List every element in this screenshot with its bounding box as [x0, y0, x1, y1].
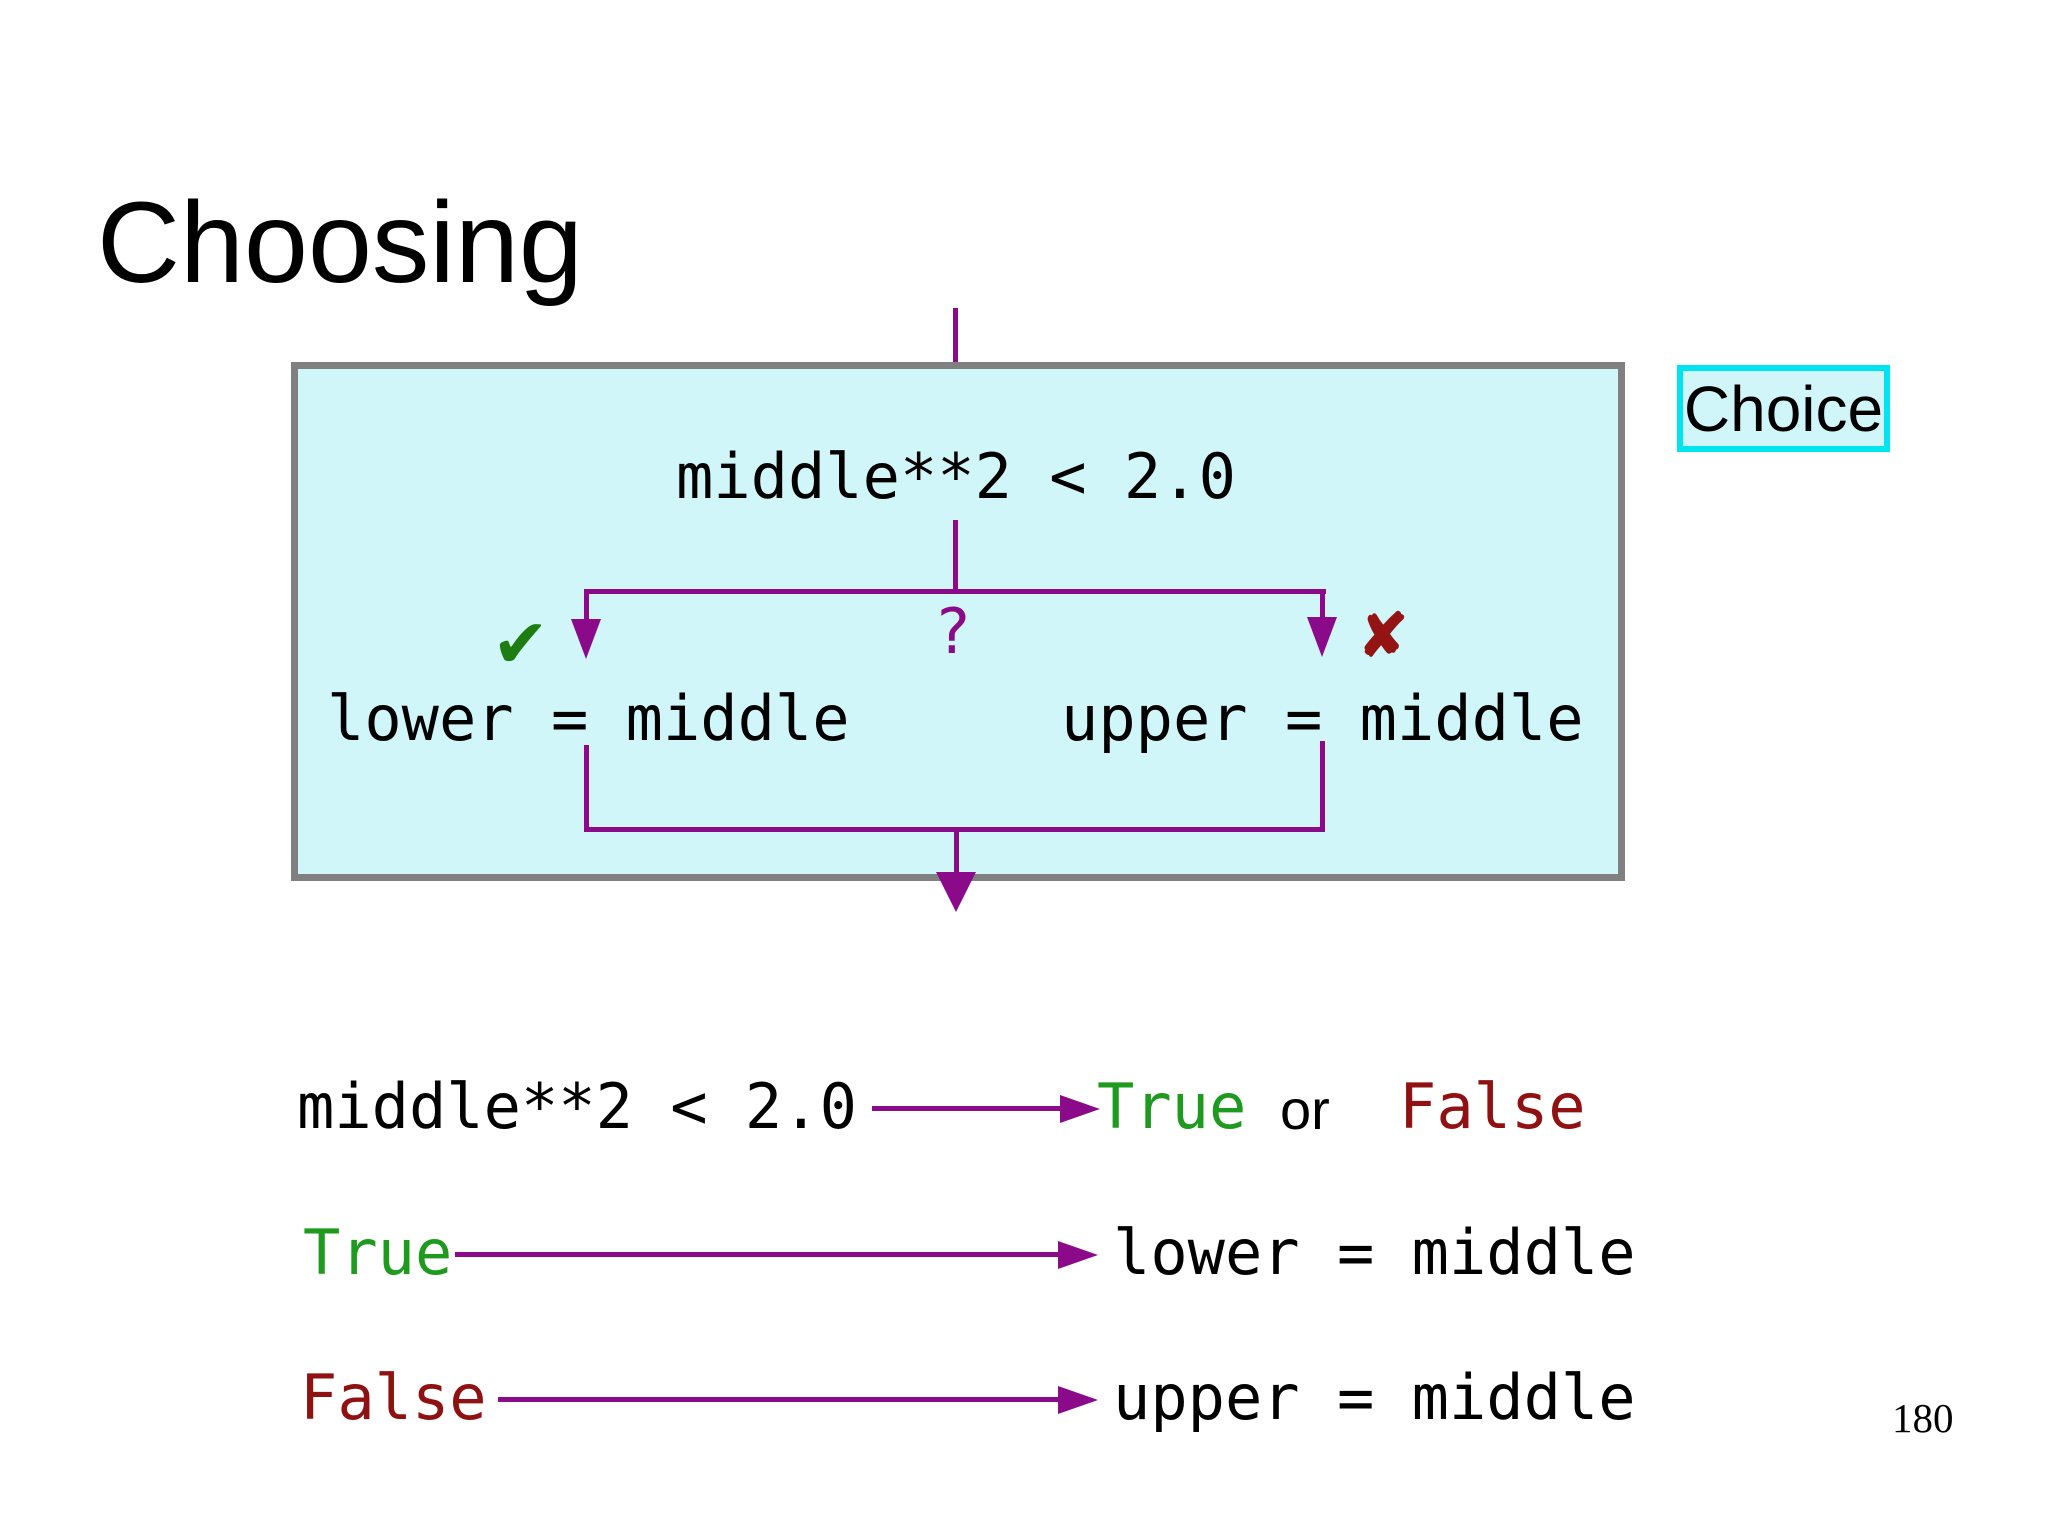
question-mark: ? [934, 595, 972, 668]
exit-flow-line [954, 829, 959, 874]
legend-row3-false: False [300, 1361, 487, 1434]
true-statement: lower = middle [327, 682, 850, 755]
arrowhead-down-icon [571, 619, 601, 659]
legend-row2-arrow-line [455, 1252, 1058, 1257]
arrowhead-right-icon [1058, 1241, 1098, 1269]
arrowhead-right-icon [1060, 1095, 1100, 1123]
legend-row1-true: True [1097, 1070, 1247, 1143]
page-number: 180 [1892, 1395, 1954, 1441]
false-branch-line [1320, 589, 1325, 619]
choice-label: Choice [1683, 372, 1884, 445]
legend-row1-arrow-line [872, 1106, 1060, 1111]
condition-text: middle**2 < 2.0 [676, 440, 1236, 513]
flowchart-box [291, 362, 1625, 881]
condition-connector-line [953, 520, 958, 592]
false-statement: upper = middle [1061, 682, 1584, 755]
legend-row2-true: True [303, 1216, 453, 1289]
legend-row2-statement: lower = middle [1113, 1216, 1636, 1289]
check-icon: ✔ [492, 606, 549, 682]
arrowhead-right-icon [1058, 1386, 1098, 1414]
arrowhead-down-icon [1307, 617, 1337, 657]
entry-flow-line [953, 308, 958, 403]
branch-line [584, 589, 1326, 594]
legend-row1-condition: middle**2 < 2.0 [297, 1070, 857, 1143]
page-title: Choosing [97, 179, 583, 307]
legend-row3-arrow-line [498, 1397, 1058, 1402]
true-branch-line [584, 589, 589, 621]
legend-row1-false: False [1399, 1070, 1586, 1143]
false-merge-line [1320, 741, 1325, 832]
choice-label-box: Choice [1677, 365, 1890, 452]
legend-row3-statement: upper = middle [1113, 1361, 1636, 1434]
legend-row1-or: or [1280, 1078, 1330, 1141]
arrowhead-down-icon [936, 872, 976, 912]
true-merge-line [584, 745, 589, 832]
cross-icon: ✘ [1358, 602, 1409, 669]
